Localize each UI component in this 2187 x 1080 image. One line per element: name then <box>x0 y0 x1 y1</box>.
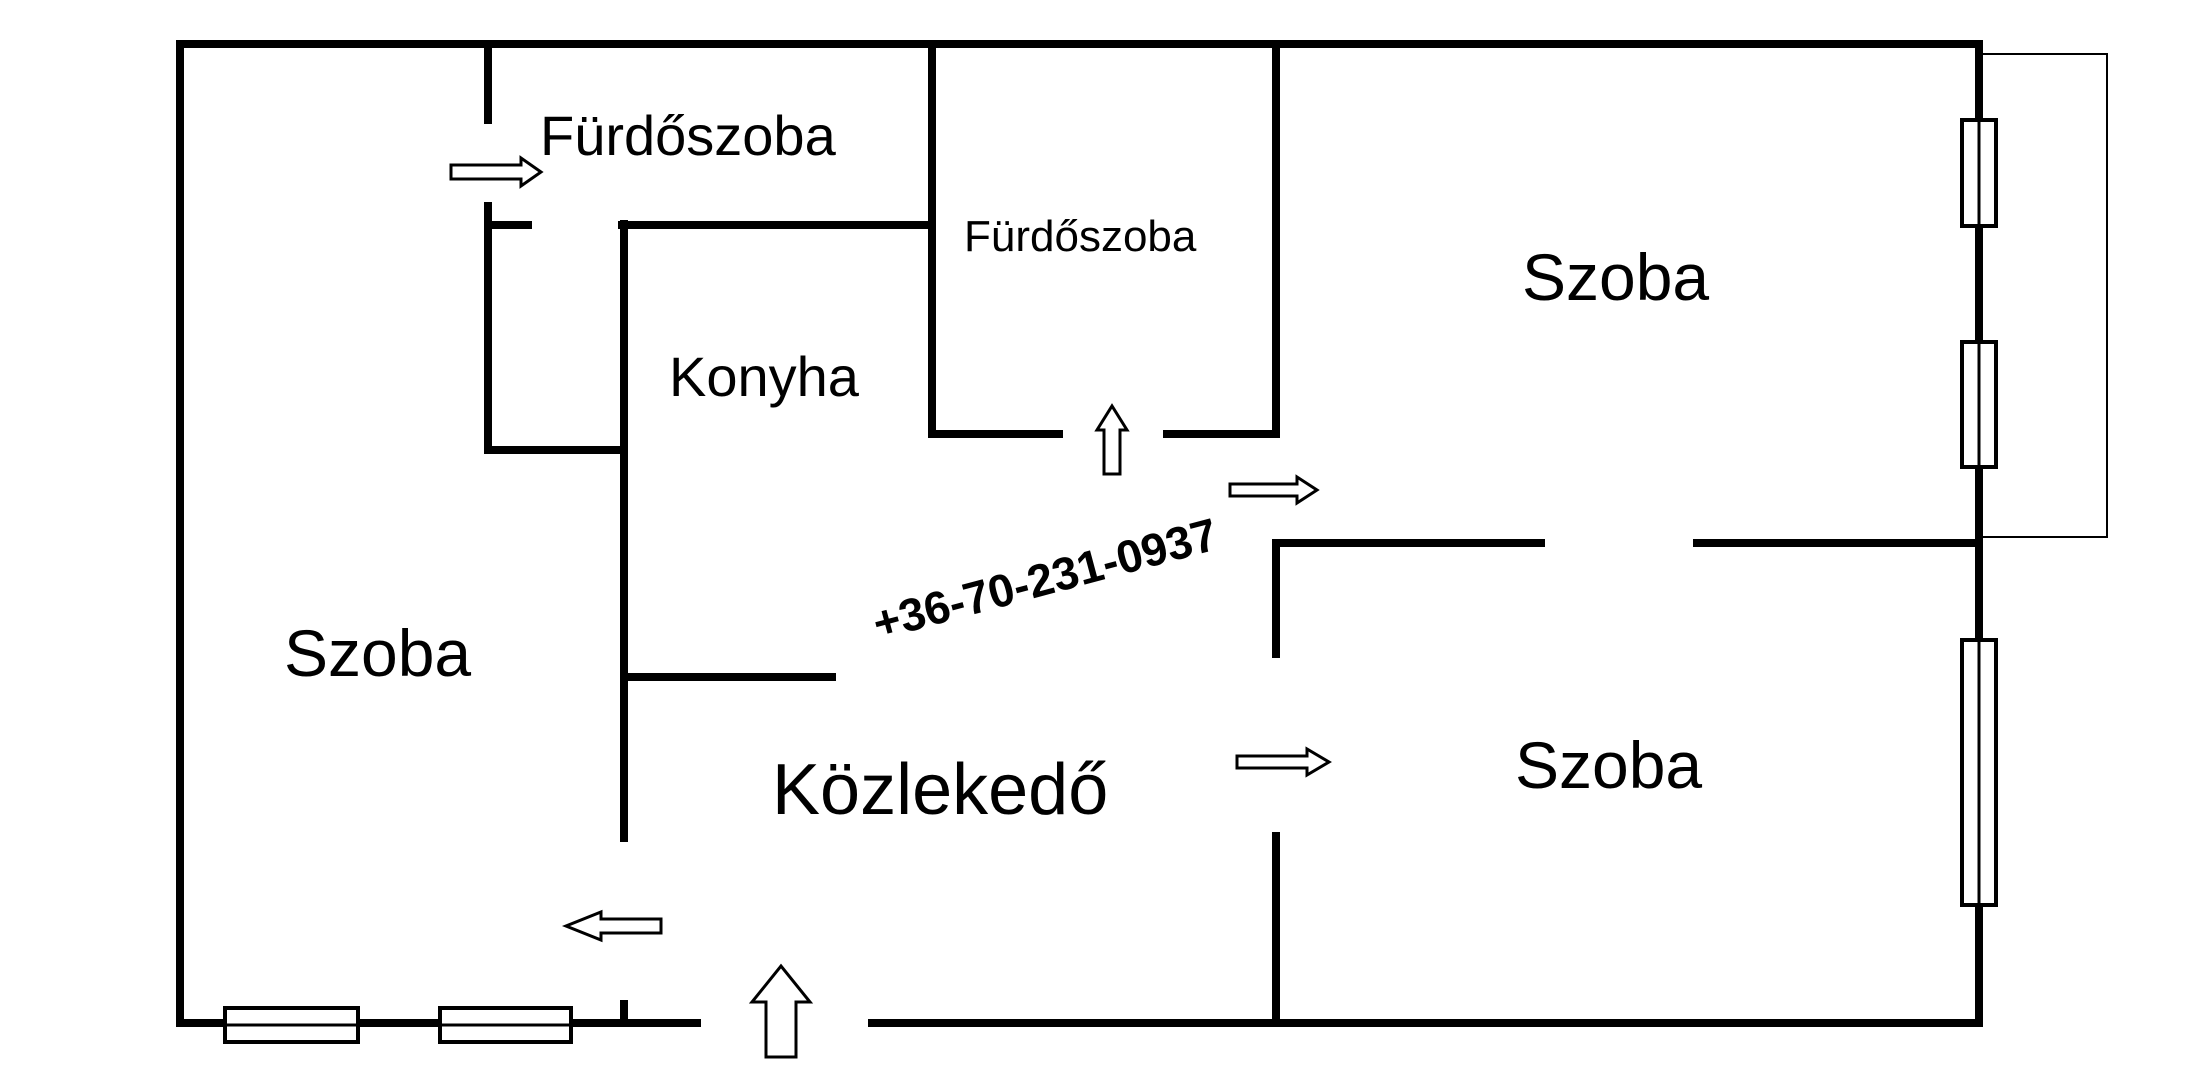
arrow-up-icon <box>748 963 814 1059</box>
room-label-bathroom-second: Fürdőszoba <box>964 212 1197 261</box>
arrow-left-icon <box>561 909 663 943</box>
window-right-2 <box>1960 340 1998 469</box>
interior-walls <box>484 44 1983 1023</box>
arrow-right-icon <box>1235 746 1332 778</box>
window-bottom-1 <box>223 1006 360 1044</box>
watermark-phone: +36-70-231-0937 <box>867 508 1223 650</box>
outer-walls <box>176 40 1983 1027</box>
door-arrows <box>449 155 1332 1059</box>
window-bottom-2 <box>438 1006 573 1044</box>
room-label-room-top-right: Szoba <box>1522 240 1709 314</box>
arrow-right-icon <box>1228 474 1320 506</box>
arrow-right-icon <box>449 155 544 189</box>
room-label-room-bottom-right: Szoba <box>1515 728 1702 802</box>
room-label-room-left: Szoba <box>284 616 471 690</box>
windows <box>223 118 1998 1044</box>
arrow-up-icon <box>1094 403 1130 476</box>
window-right-3 <box>1960 638 1998 907</box>
room-label-kitchen: Konyha <box>669 345 860 408</box>
room-label-hallway: Közlekedő <box>772 750 1108 830</box>
window-right-1 <box>1960 118 1998 228</box>
balcony-outline <box>1979 53 2108 538</box>
room-label-bathroom: Fürdőszoba <box>540 104 837 167</box>
